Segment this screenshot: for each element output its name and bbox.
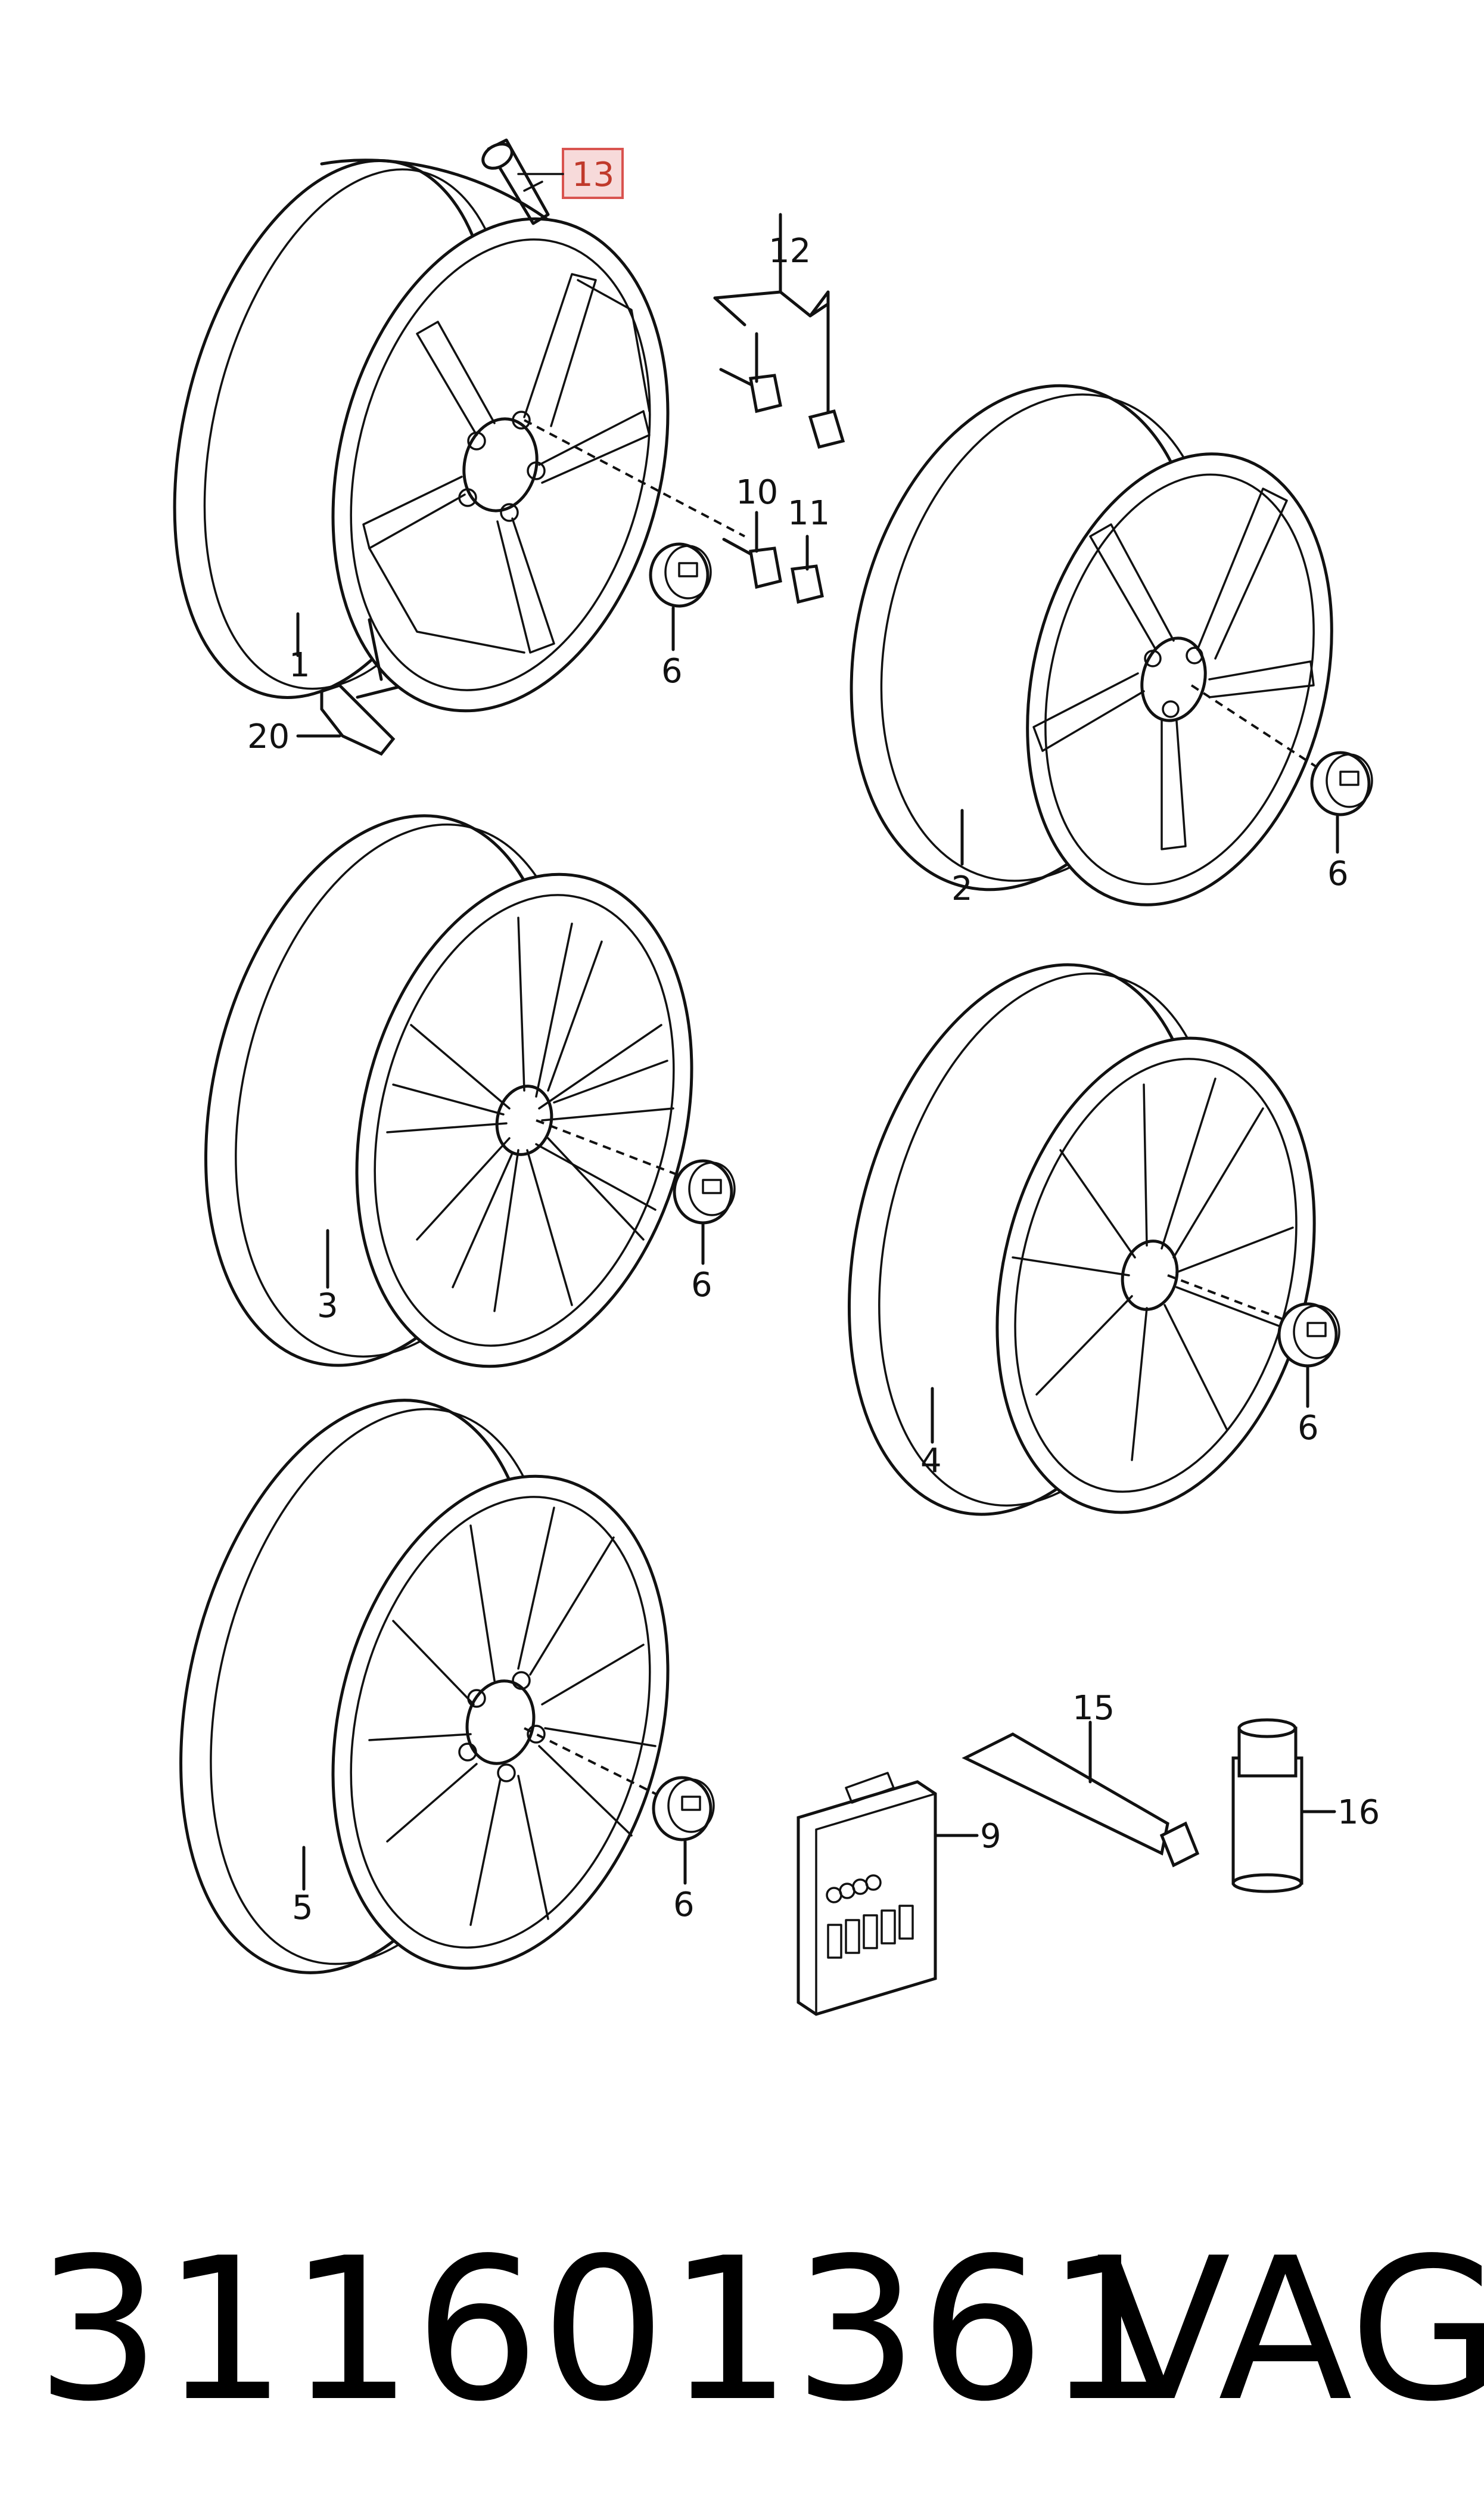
callout-6a: 6 xyxy=(661,652,683,691)
callout-9: 9 xyxy=(980,1817,1001,1856)
callout-3: 3 xyxy=(317,1287,338,1325)
bolt-set-12 xyxy=(713,213,845,449)
wheel-1 xyxy=(173,159,670,713)
wheel-3 xyxy=(204,814,693,1368)
callout-6e: 6 xyxy=(673,1886,695,1924)
callout-20: 20 xyxy=(247,718,290,756)
part-number: 311601361 xyxy=(36,2216,1172,2445)
axis-line xyxy=(524,419,745,538)
wheel-5 xyxy=(179,1399,670,1974)
center-cap-6a xyxy=(649,542,712,651)
center-cap-6c xyxy=(673,1159,736,1265)
bolt-10-nut-11 xyxy=(722,511,824,604)
can-16 xyxy=(1231,1718,1336,1893)
callout-6b: 6 xyxy=(1327,855,1349,893)
valve-stem-13 xyxy=(481,138,550,225)
axis-line-2 xyxy=(1190,684,1330,776)
tpms-sensor-20 xyxy=(296,684,396,756)
paste-tube-15 xyxy=(962,1720,1200,1868)
callout-16: 16 xyxy=(1337,1793,1380,1832)
callout-6c: 6 xyxy=(691,1266,713,1304)
callout-12: 12 xyxy=(769,232,811,271)
callout-5: 5 xyxy=(292,1889,313,1927)
center-cap-6e xyxy=(652,1776,715,1885)
wheel-2 xyxy=(850,384,1333,906)
footer: 311601361 VAG xyxy=(0,2205,1484,2455)
wheel-4 xyxy=(847,963,1316,1516)
center-cap-6d xyxy=(1277,1302,1340,1408)
callout-15: 15 xyxy=(1072,1689,1115,1728)
callout-10: 10 xyxy=(736,473,778,512)
center-cap-6b xyxy=(1310,751,1373,854)
kit-box-9 xyxy=(797,1772,979,2016)
axis-line-4 xyxy=(1167,1274,1293,1324)
callout-4: 4 xyxy=(920,1442,942,1480)
brand-label: VAG xyxy=(1096,2216,1484,2445)
callout-6d: 6 xyxy=(1298,1409,1319,1448)
callout-2: 2 xyxy=(951,869,973,908)
axis-line-5 xyxy=(524,1727,668,1801)
callout-11: 11 xyxy=(788,494,830,533)
callout-13: 13 xyxy=(572,156,614,194)
callout-1: 1 xyxy=(289,646,310,685)
